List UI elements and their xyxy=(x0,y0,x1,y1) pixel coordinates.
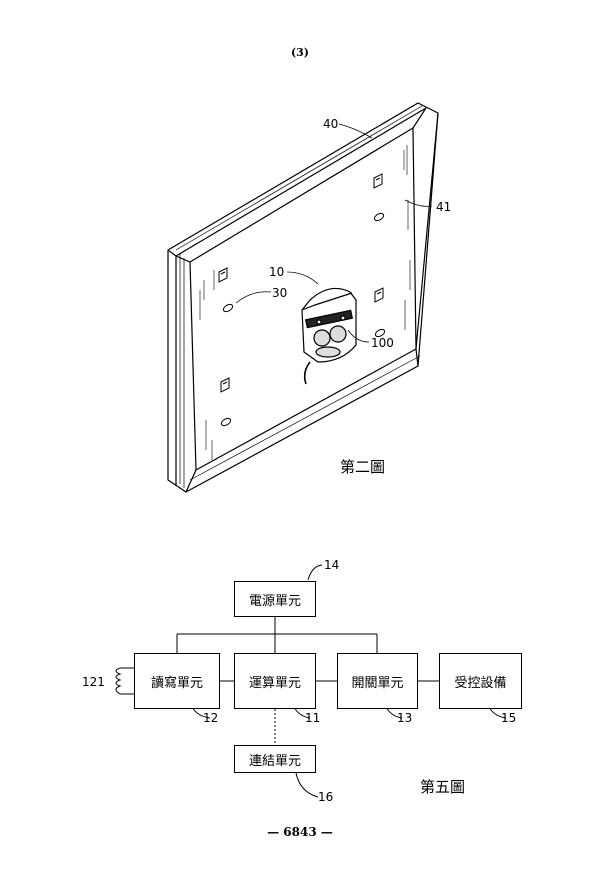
frame-side-lines xyxy=(179,254,185,488)
block-link-unit: 連結單元 xyxy=(234,745,316,773)
figure5-caption: 第五圖 xyxy=(420,778,466,796)
page-marker: (3) xyxy=(290,46,310,59)
ref-switch-13: 13 xyxy=(397,711,413,725)
ref-link-16: 16 xyxy=(318,790,334,804)
hole-mid-right xyxy=(374,328,386,338)
clip-left xyxy=(218,267,228,283)
block-power-unit: 電源單元 xyxy=(234,581,316,617)
block-rw-unit: 讀寫單元 xyxy=(134,653,220,709)
frame-bevel xyxy=(175,107,439,493)
block-controlled-device: 受控設備 xyxy=(439,653,522,709)
ref-coil-121: 121 xyxy=(82,675,105,689)
frame-bottom-lines xyxy=(189,355,421,481)
clip-top-right xyxy=(373,173,383,189)
clip-bottom-left xyxy=(220,377,230,393)
hole-left xyxy=(222,303,234,313)
ref-button-unit-100: 100 xyxy=(371,336,394,350)
ref-holes-30: 30 xyxy=(272,286,288,300)
figure2-caption: 第二圖 xyxy=(340,458,386,476)
frame-inner-edge xyxy=(175,107,427,257)
ref-panel-41: 41 xyxy=(436,200,452,214)
ref-rw-12: 12 xyxy=(203,711,219,725)
frame-top-lines xyxy=(175,105,423,251)
clip-mid-right xyxy=(374,287,384,303)
device-body xyxy=(301,287,357,363)
ref-device-10: 10 xyxy=(269,265,285,279)
ref-controlled-15: 15 xyxy=(501,711,517,725)
page-number: — 6843 — xyxy=(267,825,333,839)
device-cable xyxy=(303,361,311,385)
hole-bottom-left xyxy=(220,417,232,427)
hole-top-right xyxy=(373,212,385,222)
block-switch-unit: 開關單元 xyxy=(337,653,418,709)
ref-frame-40: 40 xyxy=(323,117,339,131)
ref-compute-11: 11 xyxy=(305,711,321,725)
block-compute-unit: 運算單元 xyxy=(234,653,316,709)
ref-power-14: 14 xyxy=(324,558,340,572)
